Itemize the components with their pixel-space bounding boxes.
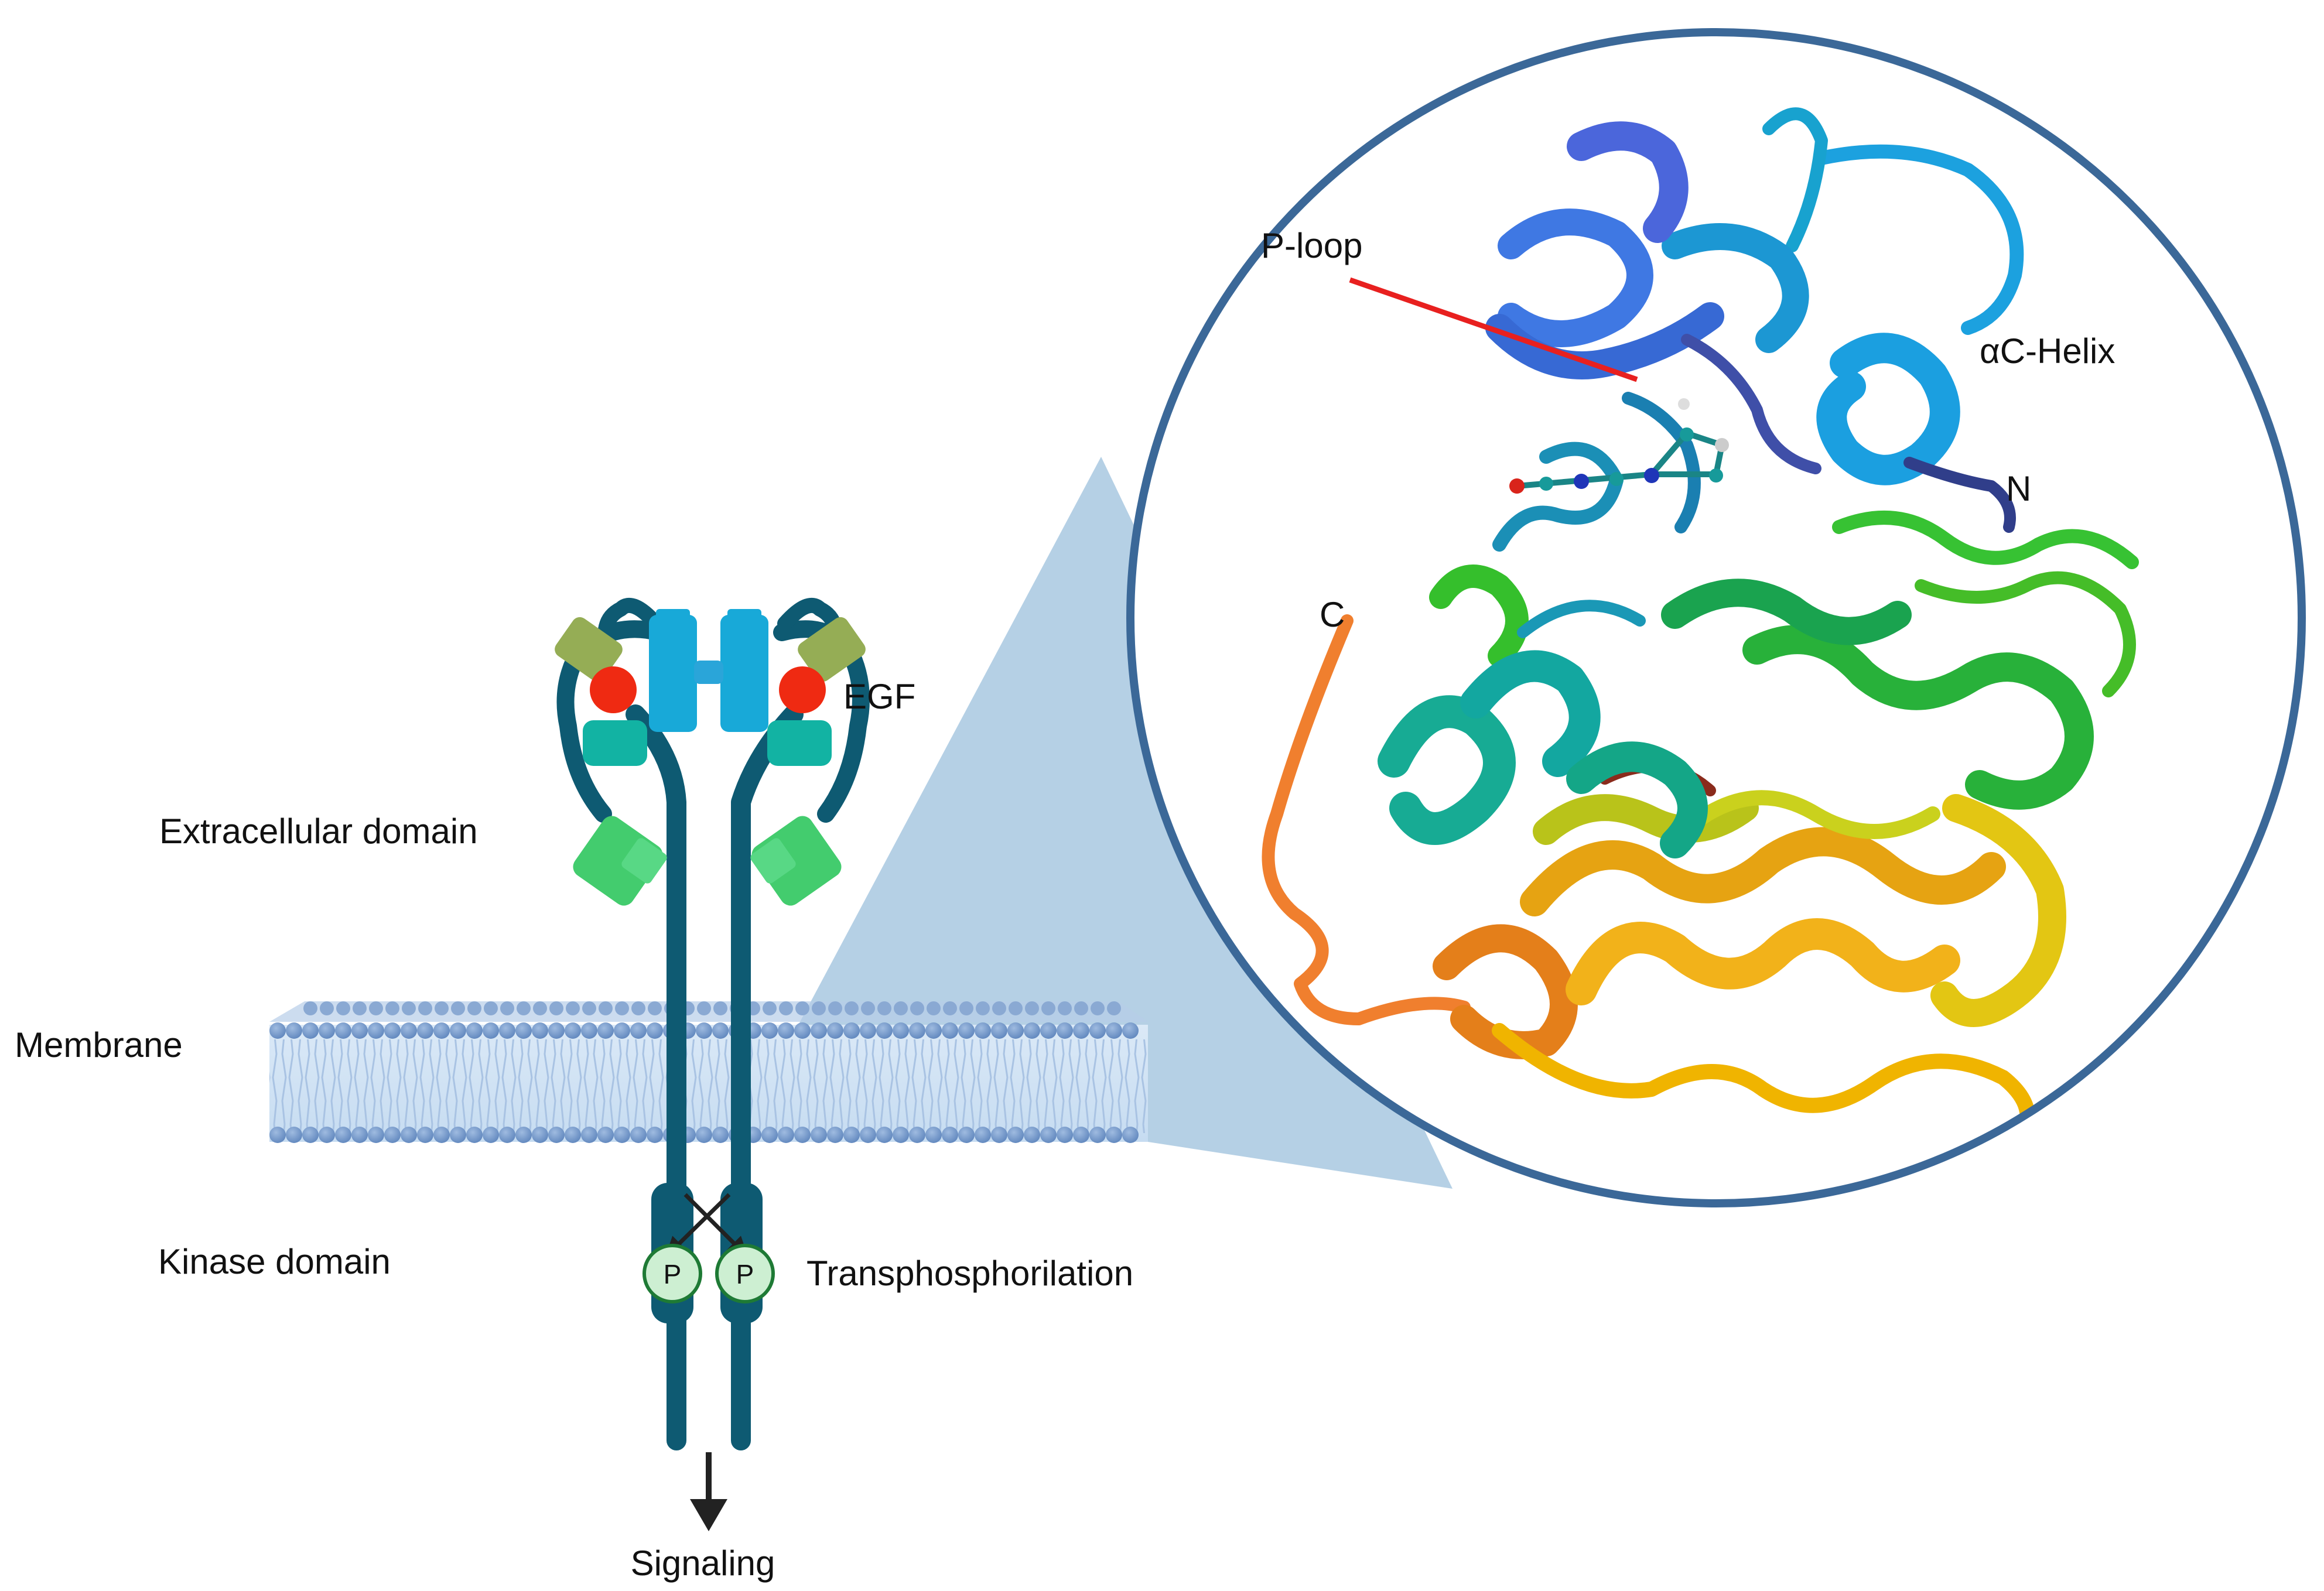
zoom-circle-border: [1126, 28, 2306, 1207]
membrane: [269, 1001, 1148, 1143]
phosphate-left: P: [642, 1244, 702, 1303]
extracellular-domains: [555, 609, 866, 906]
egf-label: EGF: [843, 677, 915, 716]
transphosphorylation-label: Transphosphorilation: [806, 1254, 1133, 1293]
phospho-right-label: P: [736, 1259, 754, 1289]
phosphate-right: P: [715, 1244, 775, 1303]
p-loop-label: P-loop: [1261, 226, 1362, 265]
ac-helix-label: αC-Helix: [1980, 331, 2115, 371]
transphosphorylation-arrows: [665, 1193, 749, 1258]
n-terminus-label: N: [2006, 469, 2031, 508]
ribbon-structure-icon: [1262, 107, 2139, 1132]
circle-P-icon: [715, 1244, 775, 1303]
circle-P-icon: [642, 1244, 702, 1303]
c-terminus-label: C: [1320, 595, 1345, 634]
phospho-left-label: P: [664, 1259, 682, 1289]
p-loop-pointer: [1349, 277, 1638, 382]
down-arrow-icon: [690, 1452, 727, 1531]
extracellular-domain-label: Extracellular domain: [159, 812, 478, 851]
zoom-circle: [1130, 32, 2302, 1203]
membrane-label: Membrane: [15, 1025, 183, 1065]
kinase-domain-label: Kinase domain: [158, 1242, 391, 1281]
signaling-label: Signaling: [631, 1544, 775, 1583]
